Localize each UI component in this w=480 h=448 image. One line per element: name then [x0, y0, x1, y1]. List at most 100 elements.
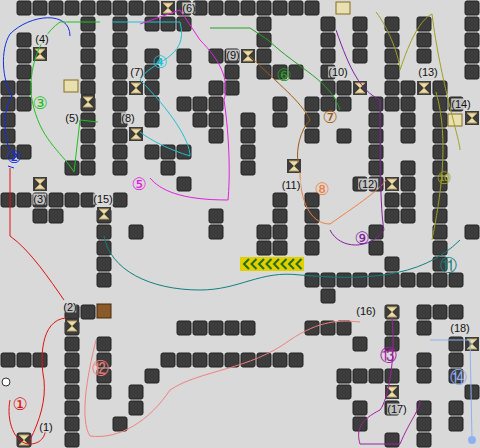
wall-block	[449, 353, 463, 367]
wall-block	[1, 113, 15, 127]
wall-block	[273, 193, 287, 207]
wall-block	[321, 17, 335, 31]
wall-block	[465, 1, 479, 15]
wall-block	[337, 81, 351, 95]
wall-block	[113, 193, 127, 207]
wall-block	[273, 353, 287, 367]
wall-block	[337, 385, 351, 399]
callout-number: (16)	[356, 306, 376, 317]
wall-block	[337, 129, 351, 143]
wall-block	[193, 97, 207, 111]
callout-number: ⑬	[380, 347, 397, 364]
callout-number: (3)	[33, 194, 46, 205]
wall-block	[273, 97, 287, 111]
callout-number: (13)	[418, 67, 438, 78]
wall-block	[113, 145, 127, 159]
wall-block	[401, 193, 415, 207]
wall-block	[465, 65, 479, 79]
conveyor-chevron	[297, 259, 302, 269]
wall-block	[241, 113, 255, 127]
hourglass-icon	[129, 81, 143, 95]
callout-number: ⑪	[440, 257, 457, 274]
wall-block	[81, 17, 95, 31]
wall-block	[273, 241, 287, 255]
callout-number: ⑫	[92, 360, 109, 377]
wall-block	[449, 273, 463, 287]
wall-block	[321, 33, 335, 47]
wall-block	[385, 369, 399, 383]
wall-block	[209, 353, 223, 367]
wall-block	[129, 225, 143, 239]
wall-block	[305, 241, 319, 255]
hourglass-icon	[33, 177, 47, 191]
wall-block	[257, 65, 271, 79]
wall-block	[209, 113, 223, 127]
wall-block	[17, 1, 31, 15]
wall-block	[81, 145, 95, 159]
wall-block	[225, 321, 239, 335]
wall-block	[385, 273, 399, 287]
wall-block	[321, 81, 335, 95]
hourglass-icon	[287, 159, 301, 173]
wall-block	[353, 401, 367, 415]
wall-block	[17, 65, 31, 79]
wall-block	[209, 1, 223, 15]
wall-block	[273, 209, 287, 223]
wall-block	[145, 97, 159, 111]
wall-block	[353, 337, 367, 351]
callout-number: (14)	[451, 99, 471, 110]
wall-block	[385, 65, 399, 79]
callout-number: (17)	[387, 404, 407, 415]
wall-block	[17, 353, 31, 367]
wall-block	[305, 97, 319, 111]
wall-block	[81, 305, 95, 319]
wall-block	[33, 1, 47, 15]
hourglass-icon	[97, 207, 111, 221]
callout-number: (8)	[121, 113, 134, 124]
wall-block	[465, 385, 479, 399]
wall-block	[385, 81, 399, 95]
wall-block	[289, 353, 303, 367]
wall-block	[97, 257, 111, 271]
wall-block	[17, 49, 31, 63]
wall-block	[129, 401, 143, 415]
conveyor-chevron	[289, 259, 294, 269]
wall-block	[129, 1, 143, 15]
hourglass-icon	[465, 111, 479, 125]
wall-block	[305, 1, 319, 15]
hourglass-icon	[65, 319, 79, 333]
wall-block	[81, 81, 95, 95]
wall-block	[433, 305, 447, 319]
wall-block	[33, 209, 47, 223]
callout-number: (1)	[39, 422, 52, 433]
conveyor-chevron	[282, 259, 287, 269]
wall-block	[65, 417, 79, 431]
wall-block	[177, 97, 191, 111]
wall-block	[337, 321, 351, 335]
wall-block	[225, 65, 239, 79]
wall-block	[161, 353, 175, 367]
wall-block	[145, 113, 159, 127]
wall-block	[65, 369, 79, 383]
wall-block	[81, 1, 95, 15]
wall-block	[65, 193, 79, 207]
wall-block	[337, 369, 351, 383]
wall-block	[113, 1, 127, 15]
wall-block	[257, 49, 271, 63]
wall-block	[417, 433, 431, 447]
wall-block	[417, 33, 431, 47]
wall-block	[257, 33, 271, 47]
wall-block	[161, 17, 175, 31]
wall-block	[177, 353, 191, 367]
wall-block	[401, 209, 415, 223]
wall-block	[321, 273, 335, 287]
wall-block	[417, 273, 431, 287]
callout-number: (7)	[130, 67, 143, 78]
wall-block	[273, 113, 287, 127]
wall-block	[433, 145, 447, 159]
wall-block	[81, 65, 95, 79]
callout-number: (6)	[182, 3, 195, 14]
wall-block	[433, 273, 447, 287]
